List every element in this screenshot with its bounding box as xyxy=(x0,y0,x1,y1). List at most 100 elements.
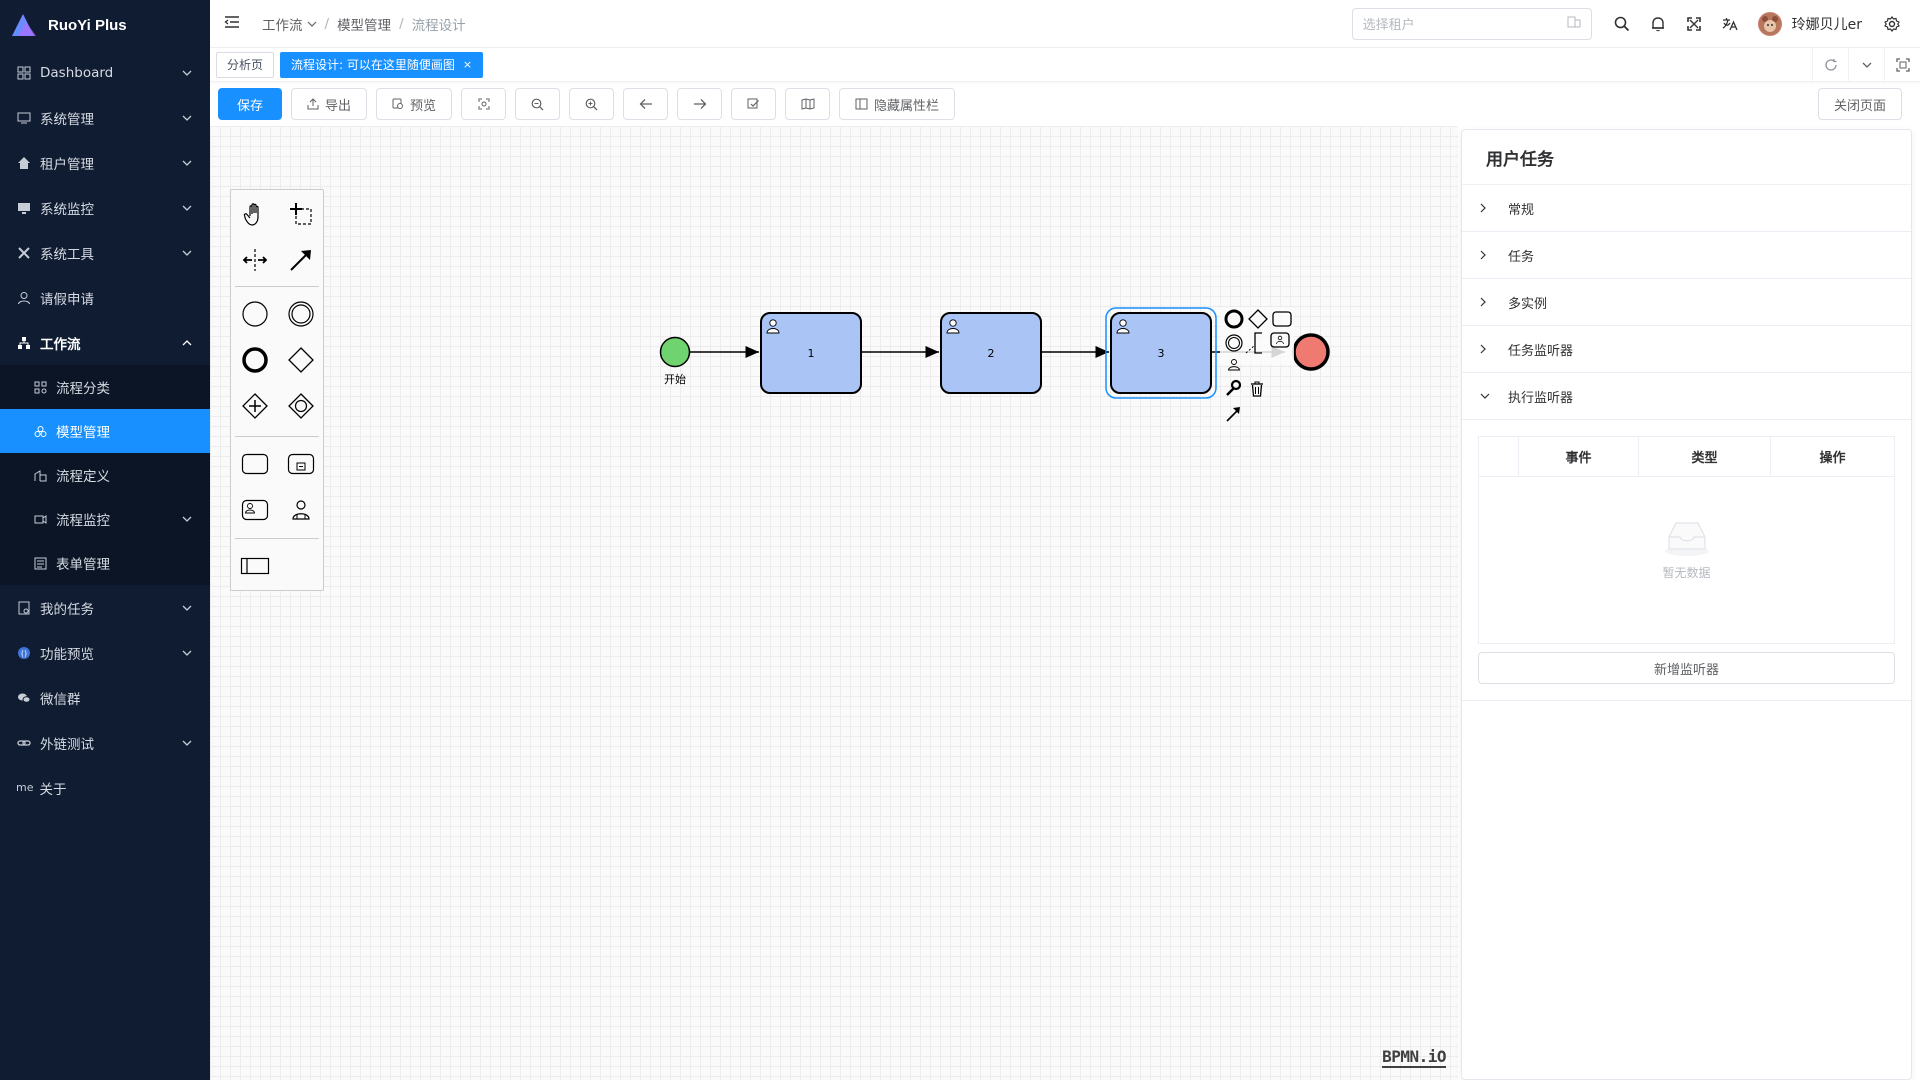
zoom-out-icon xyxy=(531,98,544,111)
username[interactable]: 玲娜贝儿er xyxy=(1791,16,1862,33)
user-icon xyxy=(946,319,960,334)
user-icon xyxy=(16,290,32,306)
sidebar-item-process-category[interactable]: 流程分类 xyxy=(0,365,210,409)
chevron-down-icon xyxy=(182,603,192,613)
sidebar-item-label: 系统工具 xyxy=(40,246,94,263)
create-intermediate-event[interactable] xyxy=(281,294,321,334)
translate-icon[interactable] xyxy=(1712,6,1748,42)
designer-toolbar: 保存 导出 预览 隐藏属性栏 关闭页面 xyxy=(210,82,1920,126)
redo-button[interactable] xyxy=(677,88,723,120)
table-header-type: 类型 xyxy=(1639,437,1771,476)
about-icon: me xyxy=(16,781,34,794)
refresh-icon[interactable] xyxy=(1812,47,1848,82)
space-tool[interactable] xyxy=(235,240,275,280)
tenant-select[interactable]: 选择租户 xyxy=(1351,7,1592,40)
sidebar-item-about[interactable]: me 关于 xyxy=(0,765,210,810)
avatar[interactable] xyxy=(1757,11,1782,36)
bpmn-canvas[interactable]: 开始 1 2 3 xyxy=(210,126,1458,1080)
hamburger-icon[interactable] xyxy=(224,15,244,33)
link-icon xyxy=(16,735,32,751)
logo[interactable]: RuoYi Plus xyxy=(0,0,210,50)
close-icon[interactable]: × xyxy=(462,58,473,71)
sidebar-item-wechat[interactable]: 微信群 xyxy=(0,675,210,720)
fullscreen-icon[interactable] xyxy=(1676,6,1712,42)
palette-separator xyxy=(235,538,319,539)
user-task-3[interactable]: 3 xyxy=(1105,307,1217,399)
add-listener-button[interactable]: 新增监听器 xyxy=(1478,652,1895,684)
undo-button[interactable] xyxy=(623,88,669,120)
sidebar-item-process-monitor[interactable]: 流程监控 xyxy=(0,497,210,541)
sidebar-item-workflow[interactable]: 工作流 xyxy=(0,320,210,365)
global-connect-tool[interactable] xyxy=(281,240,321,280)
sidebar-item-system[interactable]: 系统管理 xyxy=(0,95,210,140)
section-general[interactable]: 常规 xyxy=(1462,185,1911,232)
preview-label: 预览 xyxy=(410,97,437,113)
export-button[interactable]: 导出 xyxy=(291,88,368,120)
context-pad xyxy=(1220,307,1294,422)
bpmn-diagram: 开始 1 2 3 xyxy=(659,307,1330,422)
user-task-2[interactable]: 2 xyxy=(940,312,1042,394)
create-end-event[interactable] xyxy=(235,340,275,380)
create-task[interactable] xyxy=(235,444,275,484)
zoom-out-button[interactable] xyxy=(515,88,561,120)
sidebar-item-dashboard[interactable]: Dashboard xyxy=(0,50,210,95)
search-icon[interactable] xyxy=(1604,6,1640,42)
sidebar-item-monitor[interactable]: 系统监控 xyxy=(0,185,210,230)
trash-icon xyxy=(1251,381,1263,397)
sidebar-item-my-tasks[interactable]: 我的任务 xyxy=(0,585,210,630)
hand-tool[interactable] xyxy=(235,194,275,234)
append-user-task-icon xyxy=(1270,332,1290,348)
create-user[interactable] xyxy=(281,490,321,530)
section-multi-instance[interactable]: 多实例 xyxy=(1462,279,1911,326)
bell-icon[interactable] xyxy=(1640,6,1676,42)
hide-properties-button[interactable]: 隐藏属性栏 xyxy=(839,88,956,120)
create-inclusive-gateway[interactable] xyxy=(281,386,321,426)
create-start-event[interactable] xyxy=(235,294,275,334)
section-execution-listener[interactable]: 执行监听器 xyxy=(1462,373,1911,420)
save-button[interactable]: 保存 xyxy=(218,88,283,120)
minimap-button[interactable] xyxy=(785,88,831,120)
hide-properties-label: 隐藏属性栏 xyxy=(874,97,940,113)
sidebar-item-form-manage[interactable]: 表单管理 xyxy=(0,541,210,585)
connect-icon xyxy=(290,250,311,271)
gear-icon[interactable] xyxy=(1874,6,1910,42)
sidebar-item-feature-preview[interactable]: () 功能预览 xyxy=(0,630,210,675)
close-page-button[interactable]: 关闭页面 xyxy=(1817,88,1902,120)
sidebar-item-tools[interactable]: 系统工具 xyxy=(0,230,210,275)
breadcrumb-item[interactable]: 工作流 xyxy=(262,17,303,34)
create-exclusive-gateway[interactable] xyxy=(281,340,321,380)
sidebar-item-process-definition[interactable]: 流程定义 xyxy=(0,453,210,497)
breadcrumb-item[interactable]: 模型管理 xyxy=(337,17,392,34)
chevron-down-icon[interactable] xyxy=(1848,47,1884,82)
sidebar-item-label: 请假申请 xyxy=(40,291,94,308)
tags-view: 分析页 流程设计: 可以在这里随便画图 × xyxy=(210,47,1920,82)
sidebar-toggle-icon xyxy=(855,98,868,110)
user-task-1[interactable]: 1 xyxy=(760,312,862,394)
preview-button[interactable]: 预览 xyxy=(376,88,453,120)
sidebar-item-model-manage[interactable]: 模型管理 xyxy=(0,409,210,453)
lasso-tool[interactable] xyxy=(281,194,321,234)
create-subprocess[interactable] xyxy=(281,444,321,484)
validate-button[interactable] xyxy=(731,88,777,120)
dashboard-icon xyxy=(16,65,32,81)
sidebar-item-leave[interactable]: 请假申请 xyxy=(0,275,210,320)
create-pool[interactable] xyxy=(235,546,275,586)
app-name: RuoYi Plus xyxy=(48,16,127,34)
tag-analysis[interactable]: 分析页 xyxy=(216,51,275,78)
fit-viewport-button[interactable] xyxy=(461,88,507,120)
sidebar-item-external-link[interactable]: 外链测试 xyxy=(0,720,210,765)
bpmn-io-watermark[interactable]: BPMN.iO xyxy=(1382,1047,1446,1068)
intermediate-event-icon xyxy=(1225,334,1243,352)
user-icon xyxy=(292,500,310,520)
empty-state: 暂无数据 xyxy=(1479,517,1894,581)
create-user-task[interactable] xyxy=(235,490,275,530)
zoom-in-button[interactable] xyxy=(569,88,615,120)
section-task-listener[interactable]: 任务监听器 xyxy=(1462,326,1911,373)
sidebar-item-tenant[interactable]: 租户管理 xyxy=(0,140,210,185)
section-task[interactable]: 任务 xyxy=(1462,232,1911,279)
tag-process-design[interactable]: 流程设计: 可以在这里随便画图 × xyxy=(280,51,484,78)
chevron-down-icon xyxy=(182,68,192,78)
maximize-icon[interactable] xyxy=(1884,47,1920,82)
create-parallel-gateway[interactable] xyxy=(235,386,275,426)
chevron-up-icon xyxy=(182,338,192,348)
